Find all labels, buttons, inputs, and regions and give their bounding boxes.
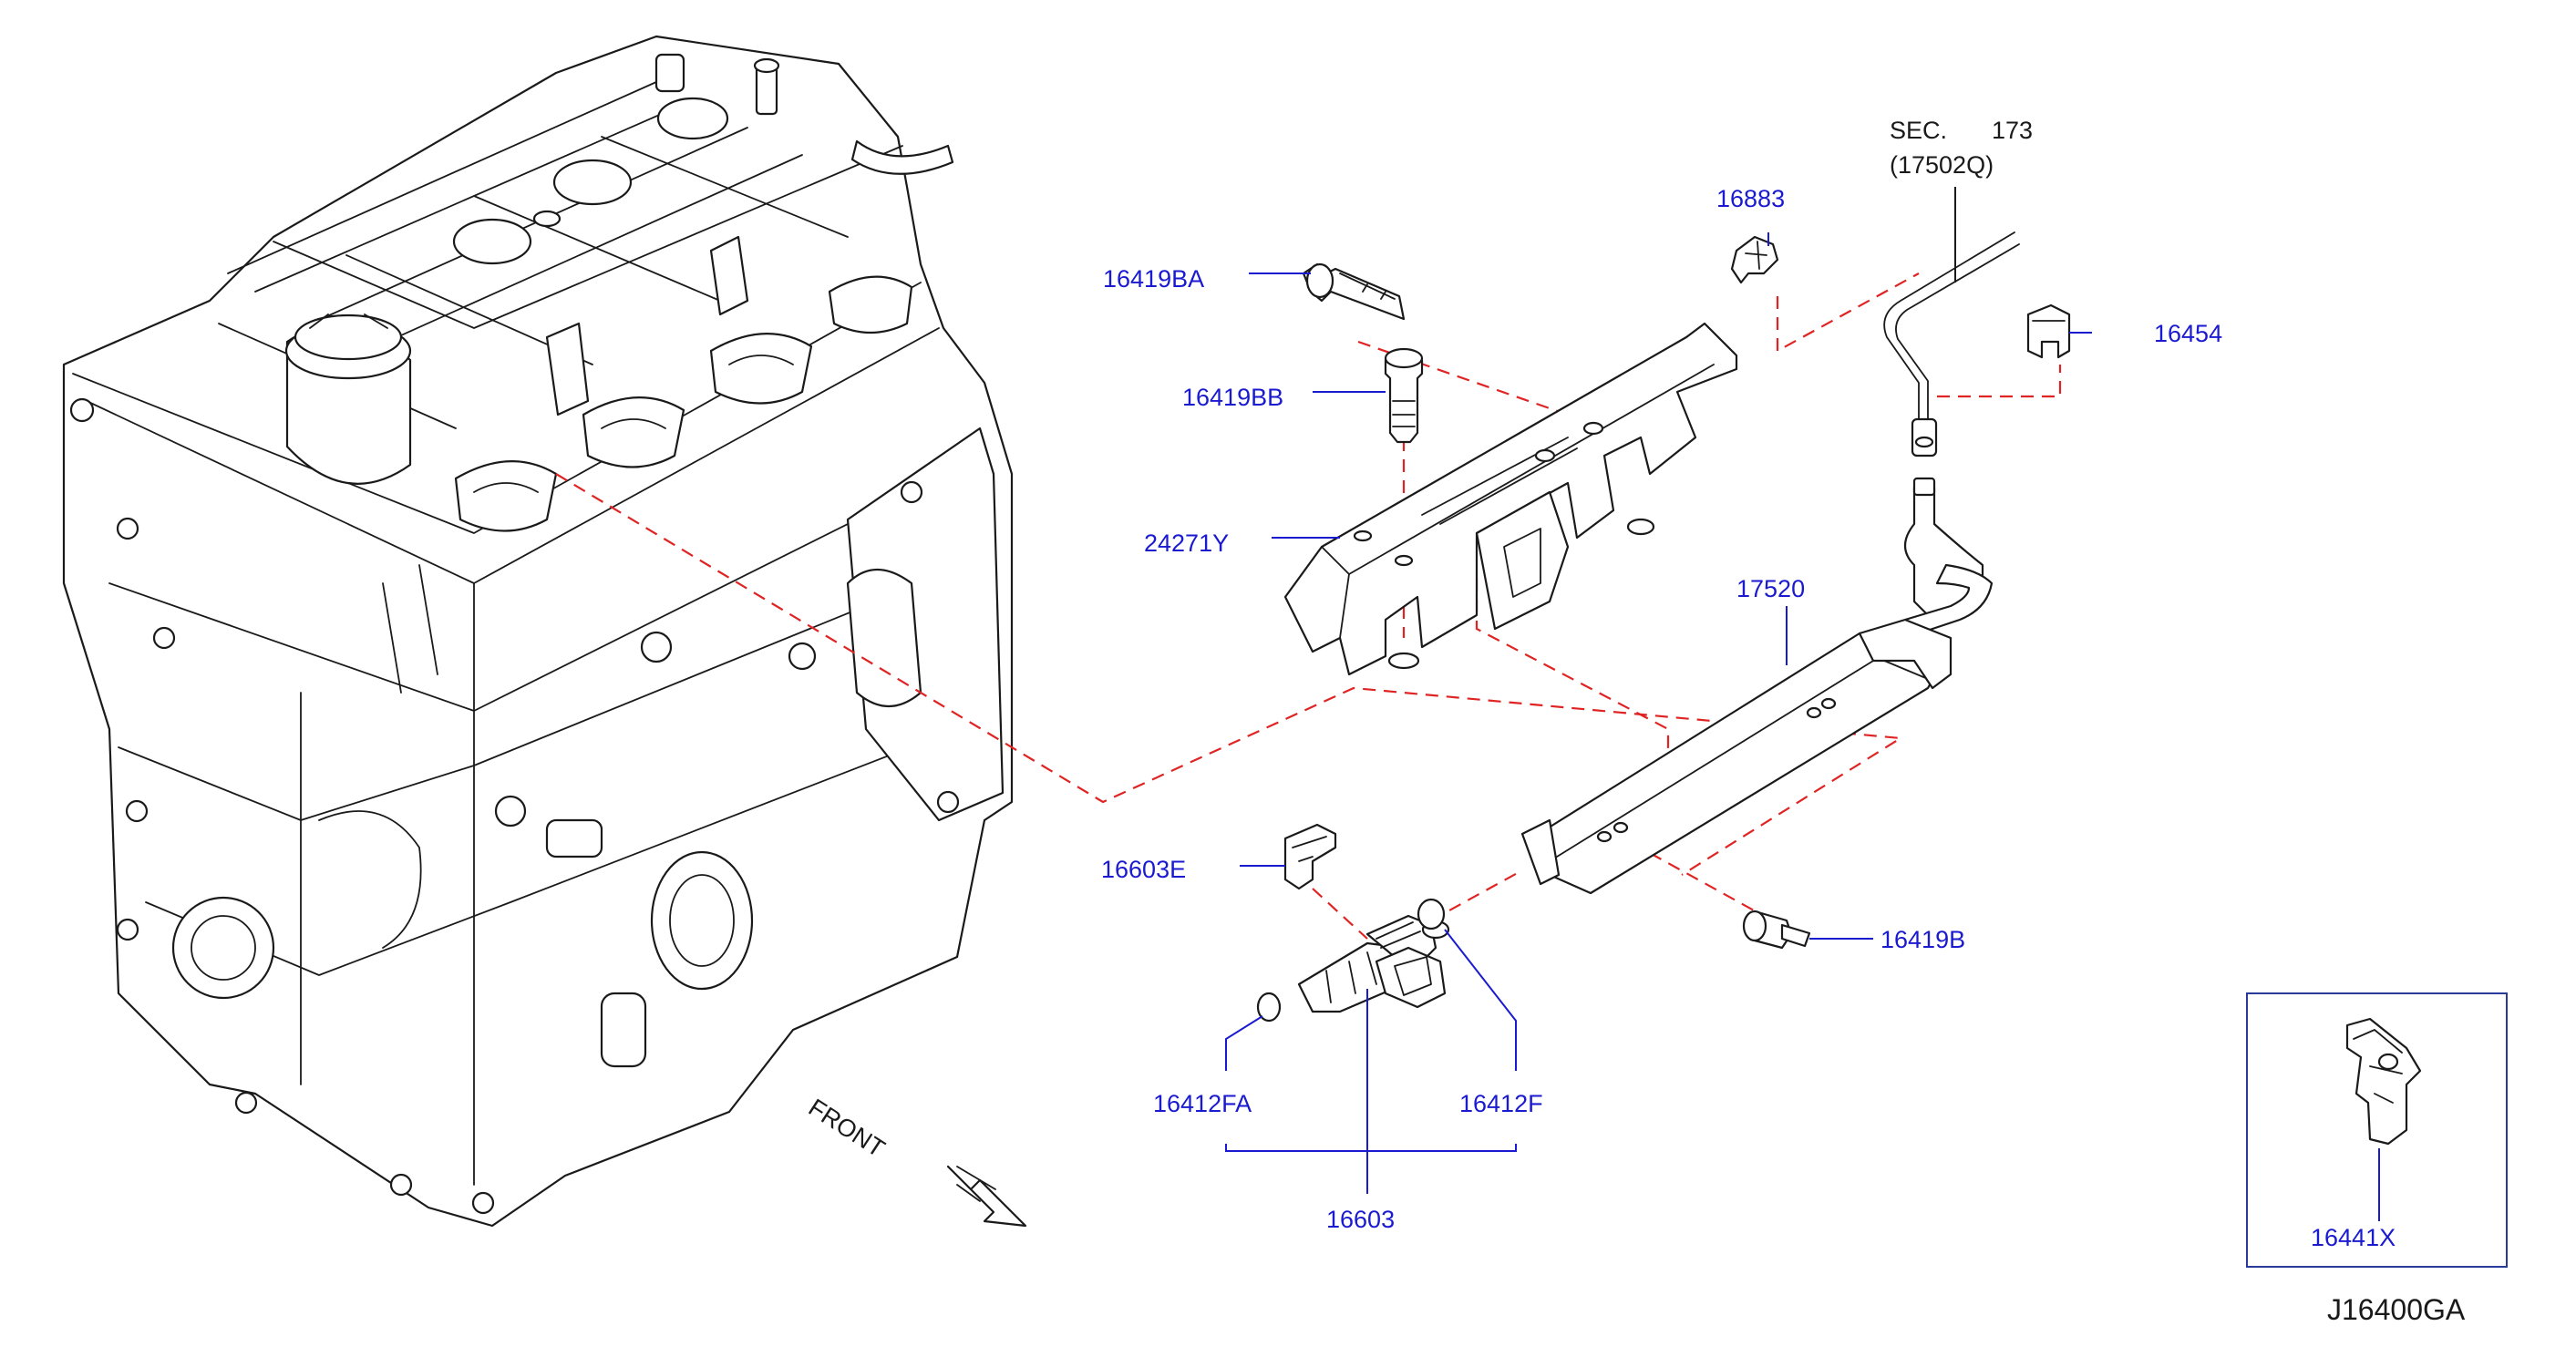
bolt-16419BB-icon xyxy=(1384,347,1424,444)
section-ref-sec: SEC. xyxy=(1890,117,1947,144)
callout-16603E: 16603E xyxy=(1101,856,1186,883)
callout-16419B: 16419B xyxy=(1880,926,1965,953)
ref-line-16454 xyxy=(1937,365,2062,398)
callout-16603: 16603 xyxy=(1326,1206,1395,1233)
section-reference: SEC. 173 (17502Q) xyxy=(1890,117,2033,179)
ref-line-clip-injector xyxy=(1312,888,1368,940)
inset-16441X xyxy=(2246,992,2508,1268)
fuel-rail-17520-icon xyxy=(1520,477,1994,895)
leader-lines xyxy=(1225,232,2380,1221)
ref-line-engine-to-rail xyxy=(555,473,1904,876)
engine-block-illustration xyxy=(62,35,1014,1228)
callout-16412F: 16412F xyxy=(1459,1090,1543,1117)
section-ref-code: (17502Q) xyxy=(1890,151,1994,179)
ref-line-clip-to-tube xyxy=(1776,272,1920,353)
diagram-code: J16400GA xyxy=(2327,1293,2466,1326)
ref-line-protector-bolt xyxy=(1357,340,1569,416)
bolt-16419BA-icon xyxy=(1302,262,1406,321)
clamp-16441X-icon xyxy=(2345,1017,2422,1146)
callout-16419BA: 16419BA xyxy=(1103,265,1204,293)
section-ref-number: 173 xyxy=(1992,117,2033,144)
clip-16883-icon xyxy=(1730,235,1779,284)
fuel-injector-16603-icon xyxy=(1297,914,1450,1013)
callout-16412FA: 16412FA xyxy=(1153,1090,1252,1117)
callout-16441X: 16441X xyxy=(2311,1224,2396,1251)
clip-16603E-icon xyxy=(1283,823,1337,890)
bolt-16419B-icon xyxy=(1742,910,1811,950)
callout-16419BB: 16419BB xyxy=(1182,384,1283,411)
o-ring-16412FA-icon xyxy=(1256,992,1282,1023)
callout-16454: 16454 xyxy=(2154,320,2222,347)
front-direction-arrow-icon xyxy=(946,1165,1027,1228)
clamp-16454-icon xyxy=(2026,303,2071,359)
callout-16883: 16883 xyxy=(1716,185,1785,212)
ref-line-injector-rail xyxy=(1430,869,1523,921)
callout-labels: 16883 16419BA 16454 16419BB 24271Y 17520… xyxy=(1101,185,2396,1251)
callout-24271Y: 24271Y xyxy=(1144,529,1229,557)
o-ring-16412F-icon xyxy=(1417,898,1446,930)
protector-bracket-24271Y-icon xyxy=(1283,322,1738,676)
front-direction-label: FRONT xyxy=(804,1094,890,1163)
fuel-tube-icon xyxy=(1883,231,2020,457)
callout-17520: 17520 xyxy=(1736,575,1805,602)
